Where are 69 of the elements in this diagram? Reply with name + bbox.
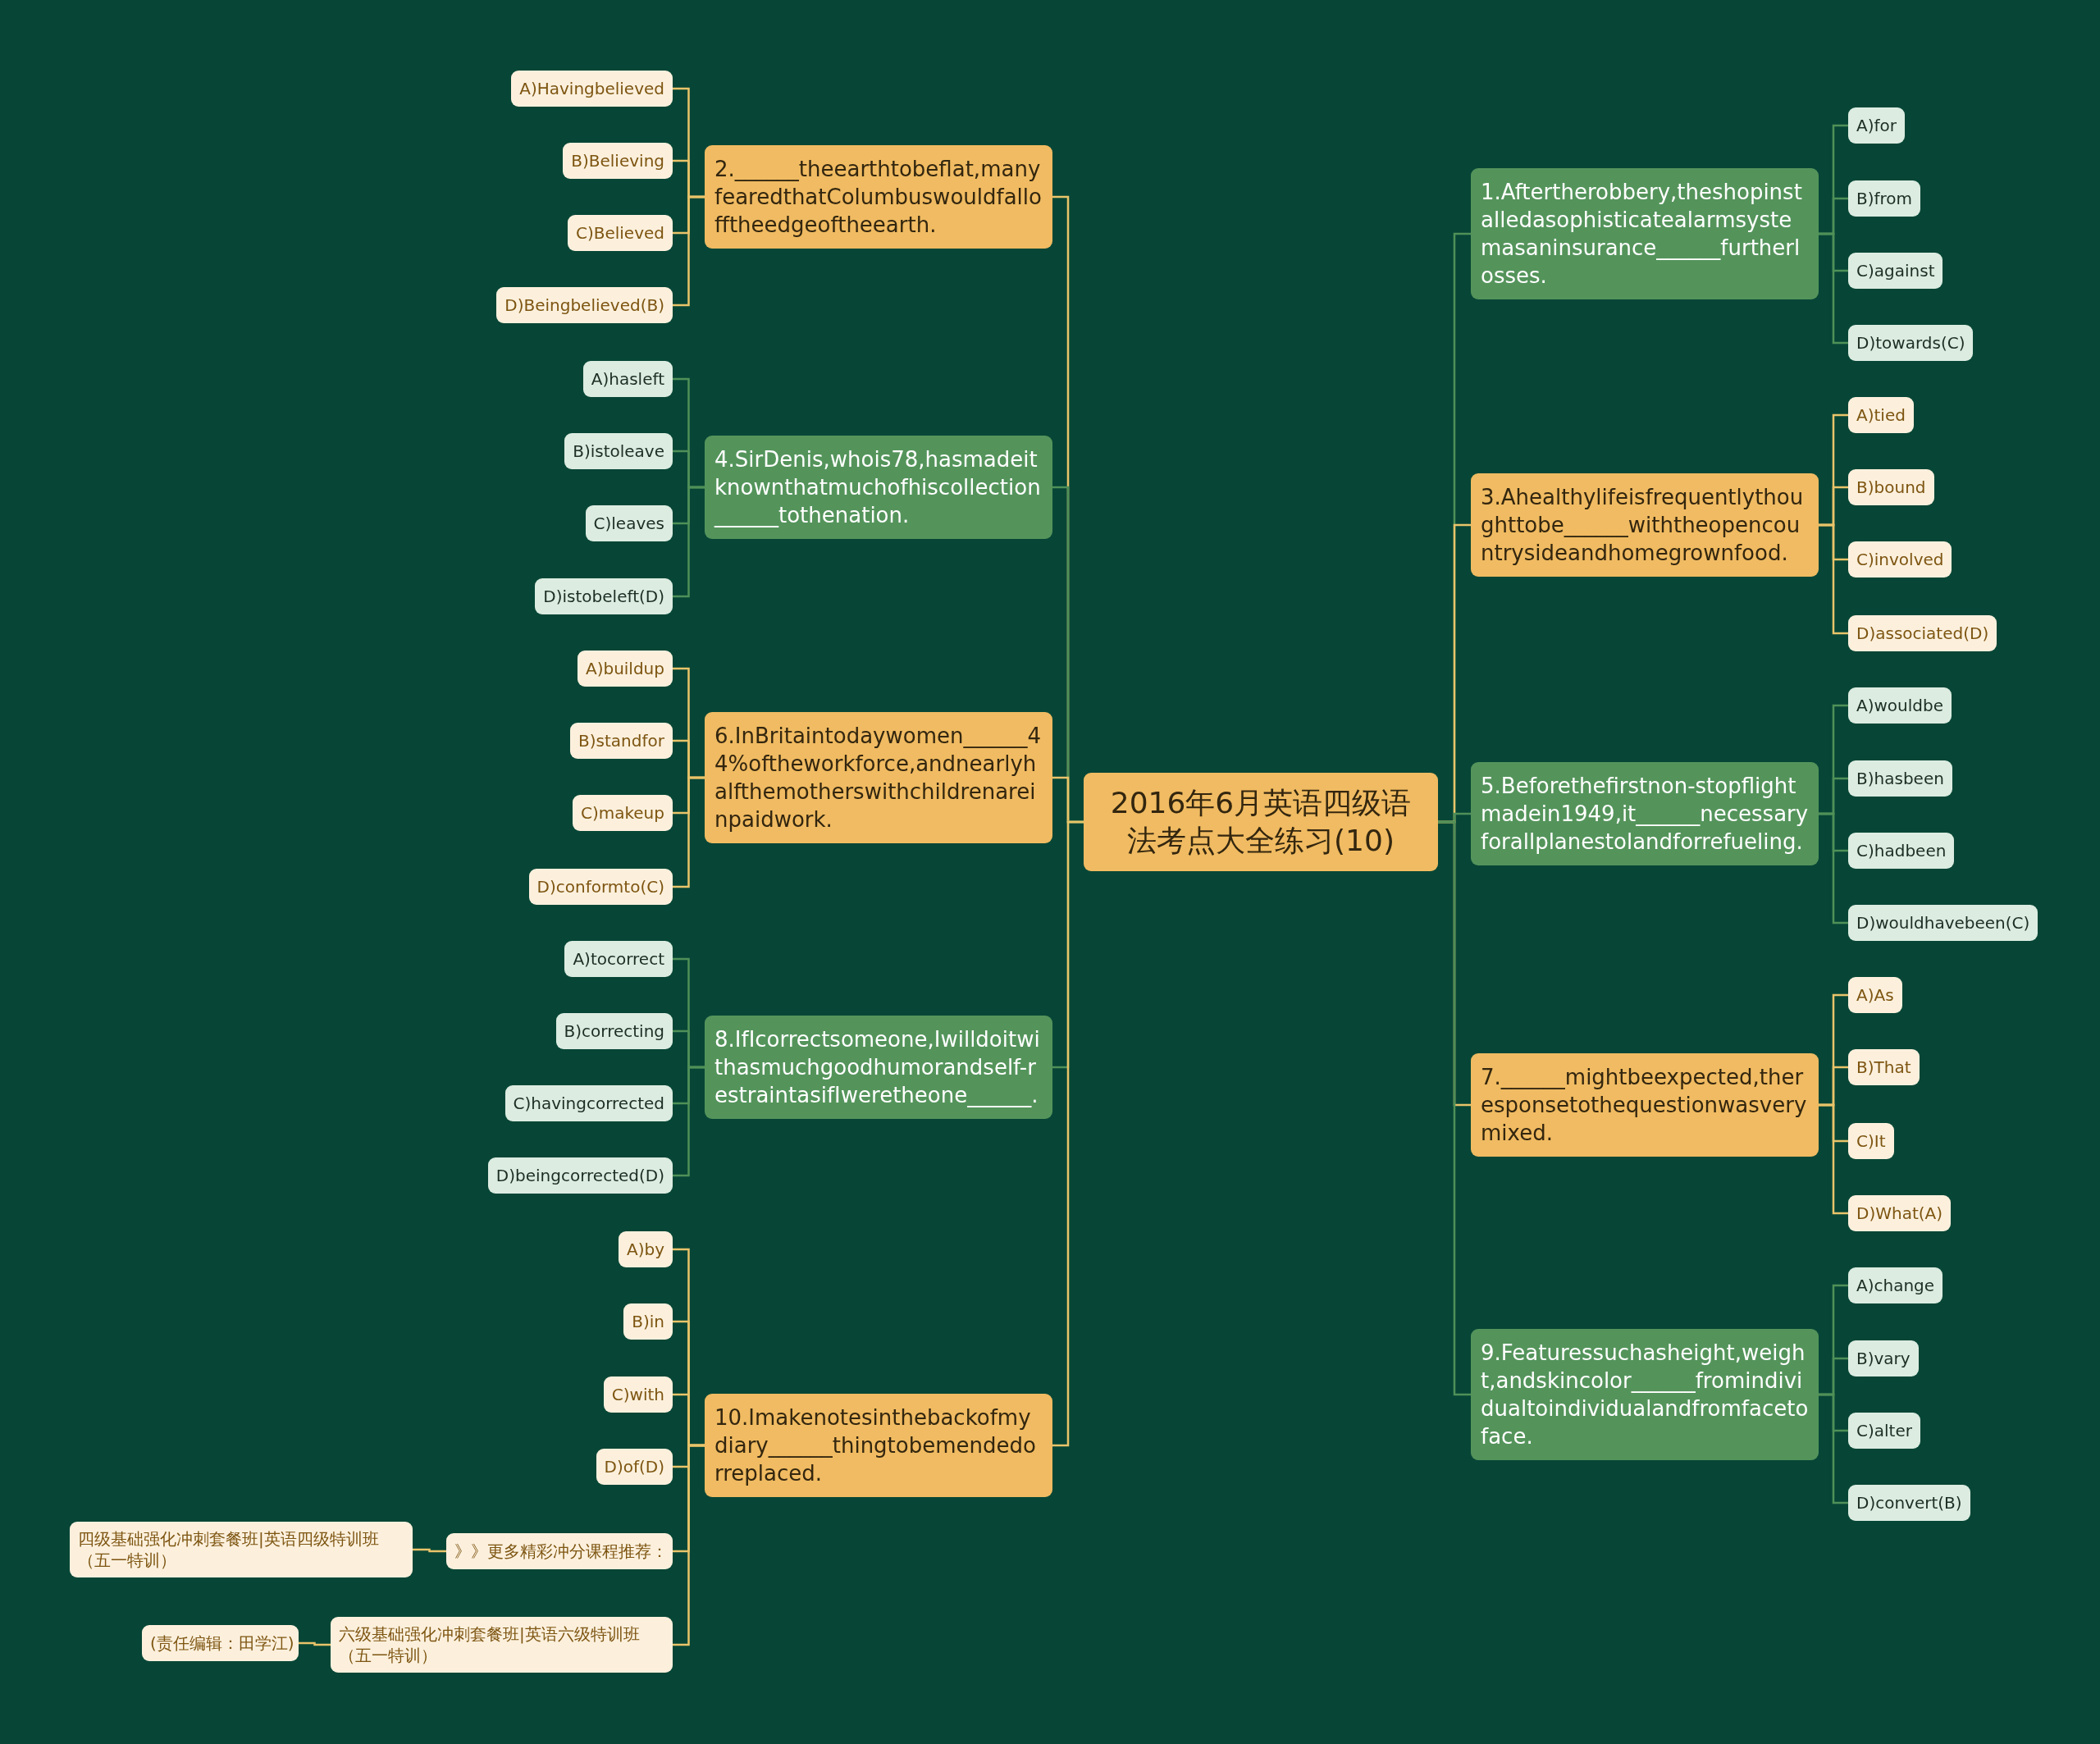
question-box: 1.Aftertherobbery,theshopinstalledasophisticatealarmsystemasaninsurance______furtherlosses. (1471, 168, 1819, 299)
note-box: (责任编辑：田学江) (142, 1625, 299, 1661)
question-box: 10.Imakenotesinthebackofmydiary______thingtobemendedorreplaced. (705, 1394, 1052, 1497)
connector-line (673, 486, 705, 598)
connector-line (673, 776, 705, 888)
option-box: A)tocorrect (564, 941, 673, 977)
option-box: A)buildup (577, 651, 673, 687)
question-box: 2.______theearthtobeflat,manyfearedthatColumbuswouldfallofftheedgeoftheearth. (705, 145, 1052, 249)
option-box: A)Havingbelieved (511, 71, 673, 107)
question-box: 9.Featuressuchasheight,weight,andskincolor______fromindividualtoindividualandfromfacetoface. (1471, 1329, 1819, 1460)
connector-line (1819, 1393, 1848, 1504)
option-box: B)That (1848, 1049, 1920, 1085)
note-box: 六级基础强化冲刺套餐班|英语六级特训班（五一特训） (331, 1617, 673, 1673)
option-box: B)in (623, 1303, 673, 1340)
option-box: B)correcting (555, 1013, 673, 1049)
option-box: A)tied (1848, 397, 1914, 433)
option-box: C)involved (1848, 541, 1952, 578)
note-box: 》》更多精彩冲分课程推荐： (446, 1533, 673, 1569)
option-box: D)istobeleft(D) (535, 578, 673, 614)
option-box: D)convert(B) (1848, 1485, 1970, 1521)
option-box: A)As (1848, 977, 1902, 1013)
question-box: 4.SirDenis,whois78,hasmadeitknownthatmuchofhiscollection______tothenation. (705, 436, 1052, 539)
option-box: D)beingcorrected(D) (487, 1157, 673, 1194)
option-box: D)conformto(C) (528, 869, 673, 905)
option-box: C)leaves (585, 505, 673, 541)
option-box: C)makeup (572, 795, 673, 831)
connector-line (413, 1548, 446, 1553)
option-box: A)change (1848, 1267, 1943, 1303)
option-box: A)wouldbe (1848, 687, 1952, 724)
option-box: B)Believing (563, 143, 673, 179)
option-box: B)hasbeen (1848, 760, 1952, 797)
connector-line (673, 1444, 705, 1646)
connector-line (299, 1641, 331, 1646)
connector-line (1438, 820, 1471, 1396)
question-box: 7.______mightbeexpected,theresponsetothequestionwasverymixed. (1471, 1053, 1819, 1157)
option-box: B)from (1848, 180, 1921, 217)
central-topic-box: 2016年6月英语四级语法考点大全练习(10) (1084, 773, 1438, 871)
connector-line (1052, 820, 1084, 1447)
connector-line (1819, 812, 1848, 925)
question-box: 5.Beforethefirstnon-stopflightmadein1949,it______necessaryforallplanestolandforrefueling. (1471, 762, 1819, 865)
option-box: C)Believed (567, 215, 673, 251)
question-box: 3.Ahealthylifeisfrequentlythoughttobe______withtheopencountrysideandhomegrownfood. (1471, 473, 1819, 577)
note-box: 四级基础强化冲刺套餐班|英语四级特训班（五一特训） (70, 1522, 413, 1577)
option-box: C)havingcorrected (504, 1085, 673, 1121)
question-box: 8.IfIcorrectsomeone,Iwilldoitwithasmuchgoodhumorandself-restraintasifIweretheone______. (705, 1016, 1052, 1119)
option-box: D)Beingbelieved(B) (496, 287, 673, 323)
option-box: B)standfor (570, 723, 673, 759)
option-box: B)istoleave (564, 433, 673, 469)
option-box: D)What(A) (1848, 1195, 1952, 1231)
option-box: C)with (603, 1376, 673, 1413)
option-box: C)It (1848, 1123, 1894, 1159)
option-box: C)against (1848, 253, 1943, 289)
question-box: 6.InBritaintodaywomen______44%oftheworkforce,andnearlyhalfthemotherswithchildrenareinpaidwork. (705, 712, 1052, 843)
connector-line (1819, 232, 1848, 345)
option-box: D)towards(C) (1848, 325, 1974, 361)
connector-line (1819, 523, 1848, 635)
option-box: D)of(D) (596, 1449, 673, 1485)
option-box: B)bound (1848, 469, 1934, 505)
option-box: C)hadbeen (1848, 833, 1955, 869)
connector-line (1819, 1103, 1848, 1215)
option-box: D)associated(D) (1848, 615, 1997, 651)
option-box: C)alter (1848, 1413, 1920, 1449)
option-box: A)by (619, 1231, 673, 1267)
option-box: B)vary (1848, 1340, 1919, 1376)
option-box: A)hasleft (582, 361, 673, 397)
connector-line (673, 195, 705, 307)
connector-line (673, 1066, 705, 1177)
option-box: A)for (1848, 107, 1905, 144)
option-box: D)wouldhavebeen(C) (1848, 905, 2038, 941)
